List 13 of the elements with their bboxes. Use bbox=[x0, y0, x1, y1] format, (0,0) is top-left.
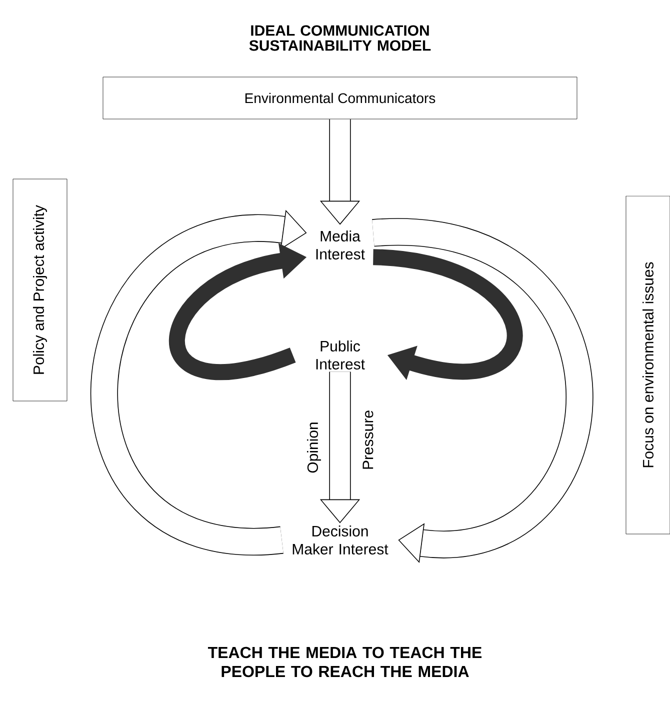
title: IDEAL COMMUNICATION SUSTAINABILITY MODEL bbox=[249, 25, 431, 51]
side-box: Focus on environmental issues bbox=[626, 196, 670, 534]
block-arrow bbox=[372, 219, 594, 563]
block-arrow bbox=[90, 210, 307, 554]
label-box: Environmental Communicators bbox=[102, 76, 578, 120]
caption: TEACH THE MEDIA TO TEACH THE PEOPLE TO REACH THE MEDIA bbox=[208, 646, 482, 678]
side-label: Pressure bbox=[362, 410, 374, 469]
side-box: Policy and Project activity bbox=[12, 178, 68, 402]
stage-label: Decision Maker Interest bbox=[292, 526, 388, 554]
stage-label: Public Interest bbox=[316, 340, 365, 370]
stage-label: Media Interest bbox=[316, 230, 365, 260]
edge-label: Opinion bbox=[307, 422, 321, 473]
block-arrow bbox=[372, 249, 522, 380]
